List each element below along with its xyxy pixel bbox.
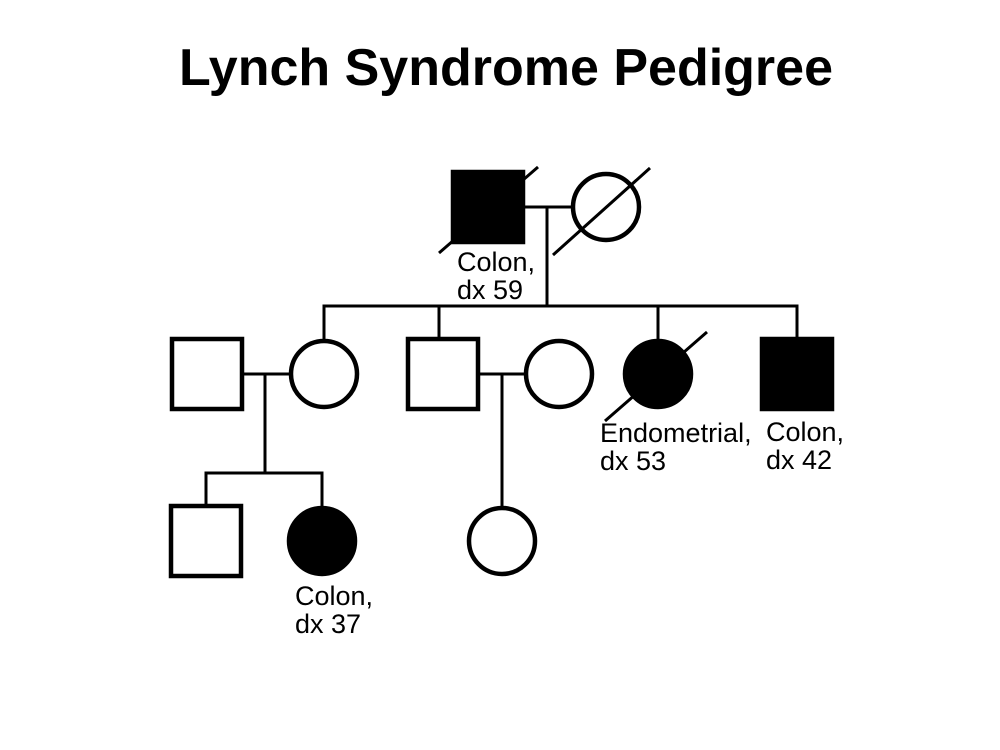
individual-II-3-male-unaffected-shape <box>405 336 481 412</box>
individual-II-2-female-unaffected-shape <box>288 338 360 410</box>
individual-III-1-male-unaffected-shape <box>168 503 244 579</box>
individual-II-6-male-affected-shape <box>759 336 835 412</box>
diagnosis-label-III-2: Colon,dx 37 <box>295 581 373 639</box>
individuals-layer <box>168 169 835 579</box>
deceased-slash-I-1 <box>438 165 539 255</box>
individual-II-1-male-unaffected-shape <box>169 336 245 412</box>
individual-II-4-female-unaffected-shape <box>523 338 595 410</box>
deceased-slashes-layer <box>438 165 708 423</box>
diagnosis-label-II-6: Colon,dx 42 <box>766 417 844 475</box>
deceased-slash-I-2 <box>551 166 652 257</box>
diagnosis-label-I-1: Colon,dx 59 <box>457 247 535 305</box>
deceased-slash-II-5 <box>604 330 708 423</box>
individual-III-2-female-affected-shape <box>286 505 358 577</box>
individual-III-3-female-unaffected-shape <box>466 505 538 577</box>
diagnosis-label-II-5: Endometrial,dx 53 <box>600 418 752 476</box>
page-title: Lynch Syndrome Pedigree <box>179 39 833 97</box>
